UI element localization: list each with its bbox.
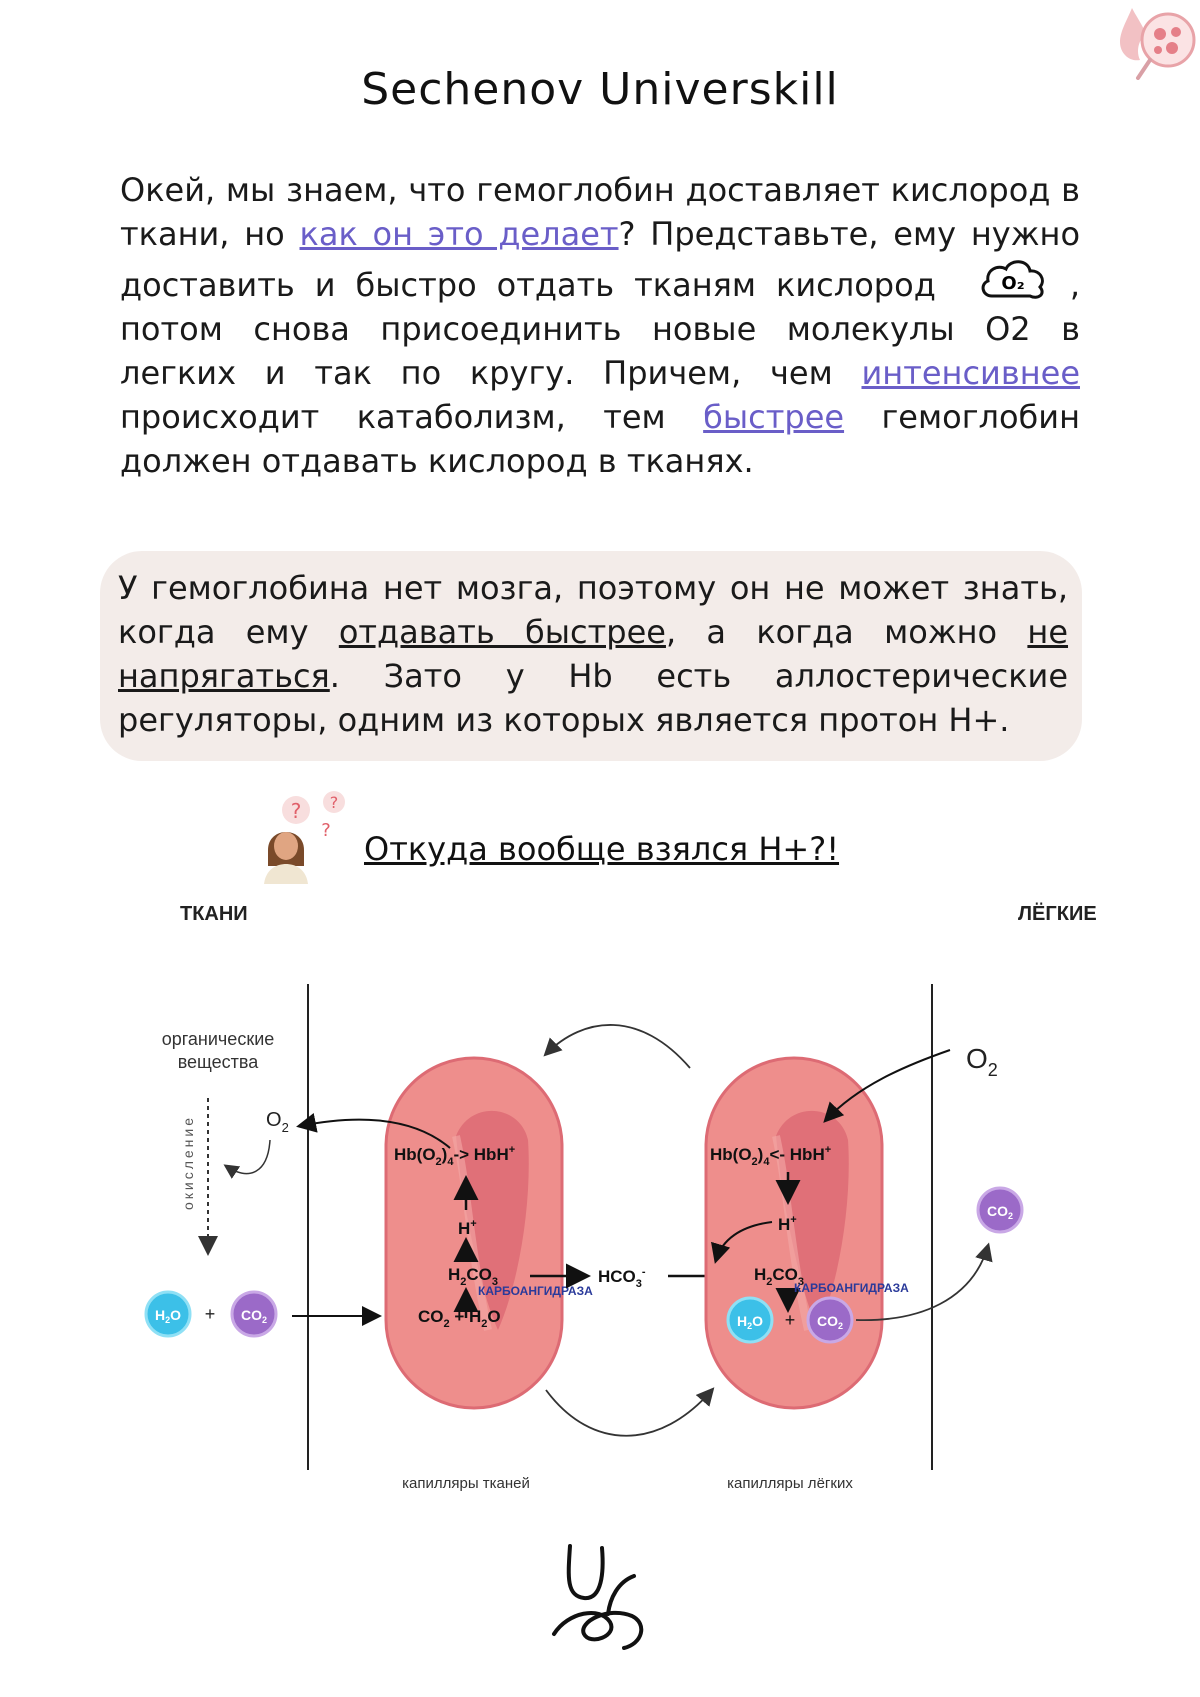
cell-highlight	[772, 1135, 812, 1331]
circulation-arrow-bottom	[545, 1387, 715, 1437]
circulation-arrow-top	[543, 1024, 691, 1069]
label-lungs: ЛЁГКИЕ	[1018, 902, 1097, 925]
co2-ball-exhaled	[976, 1186, 1024, 1234]
o2-release-arrow	[296, 1113, 451, 1149]
svg-text:?: ?	[330, 793, 339, 812]
co2-water-label-left: CO2 + H2O	[418, 1307, 501, 1330]
cell-shading	[776, 1110, 849, 1330]
hb-bind-equation: Hb(O2)4<- HbH+	[710, 1144, 831, 1168]
callout-text-part: У гемоглобина нет мозга, поэтому он не м…	[118, 569, 1068, 651]
universkill-logo-icon	[552, 1544, 644, 1650]
svg-text:?: ?	[321, 820, 331, 841]
svg-text:?: ?	[291, 799, 302, 823]
plus-sign: +	[785, 1310, 796, 1330]
h2o-ball-left	[144, 1290, 192, 1338]
intro-text: , потом снова присоединить новые молекул…	[120, 266, 1080, 392]
proton-label-right: H+	[778, 1214, 797, 1234]
page-title: Sechenov Universkill	[361, 64, 839, 115]
callout-underline-relax: не напрягаться	[118, 613, 1069, 695]
co2-ball-label: CO2	[987, 1203, 1013, 1221]
callout-box	[100, 551, 1082, 761]
co2-ball-right	[806, 1296, 854, 1344]
intro-paragraph: Окей, мы знаем, что гемоглобин доставляе…	[120, 168, 1080, 483]
hco3-label: HCO3-	[598, 1266, 646, 1290]
hb-release-equation: Hb(O2)4-> HbH+	[394, 1144, 515, 1168]
enzyme-label-left: КАРБОАНГИДРАЗА	[478, 1284, 593, 1298]
co2-exhale-arrow	[855, 1242, 993, 1321]
proton-label-left: H+	[458, 1218, 477, 1238]
link-how-it-works[interactable]: как он это делает	[299, 215, 619, 253]
enzyme-label-right: КАРБОАНГИДРАЗА	[794, 1281, 909, 1295]
oxidation-label: окисление	[180, 1115, 196, 1210]
intro-text: ? Представьте, ему нужно доставить и быс…	[120, 215, 1081, 304]
callout-underline-give-faster: отдавать быстрее	[338, 613, 666, 651]
link-faster[interactable]: быстрее	[703, 398, 845, 436]
o2-label-right: O2	[966, 1043, 998, 1080]
h2o-ball-right	[726, 1296, 774, 1344]
co2-ball-left	[230, 1290, 278, 1338]
cell-shading	[456, 1110, 529, 1330]
link-more-intense[interactable]: интенсивнее	[861, 354, 1080, 392]
callout-text-part: , а когда можно	[665, 613, 1028, 651]
callout-text-part: . Зато у Hb есть аллостерические регулят…	[118, 657, 1068, 739]
h2o-ball-label: H2O	[155, 1307, 181, 1325]
caption-lung-capillaries: капилляры лёгких	[727, 1475, 853, 1492]
o2-uptake-arrow	[823, 1049, 951, 1123]
co2-ball-label: CO2	[817, 1313, 843, 1331]
h2co3-label-left: H2CO3	[448, 1265, 498, 1288]
o2-label-left: O2	[266, 1109, 289, 1135]
h2co3-label-right: H2CO3	[754, 1265, 804, 1288]
organic-label: органические	[162, 1029, 275, 1049]
thinking-girl-icon: ? ? ?	[264, 791, 345, 884]
co2-transport-diagram: ТКАНИ ЛЁГКИЕ органические вещества окисл…	[144, 902, 1097, 1492]
cell-highlight	[452, 1135, 492, 1331]
caption-tissue-capillaries: капилляры тканей	[402, 1475, 530, 1492]
callout-text: У гемоглобина нет мозга, поэтому он не м…	[118, 566, 1068, 742]
question-heading: Откуда вообще взялся H+?!	[364, 830, 840, 868]
label-tissues: ТКАНИ	[180, 903, 248, 925]
organic-label: вещества	[178, 1052, 260, 1072]
intro-text: Окей, мы знаем, что гемоглобин доставляе…	[120, 171, 1080, 253]
o2-usage-arrow	[223, 1139, 271, 1179]
o2-cloud-icon: O₂	[981, 260, 1044, 299]
h2o-ball-label: H2O	[737, 1313, 763, 1331]
proton-to-h2co3-arrow	[711, 1221, 773, 1264]
blood-drop-logo-icon	[1120, 8, 1196, 80]
intro-text: происходит катаболизм, тем	[120, 398, 704, 436]
plus-sign: +	[205, 1304, 216, 1324]
intro-text: гемоглобин должен отдавать кислород в тк…	[120, 398, 1081, 480]
co2-ball-label: CO2	[241, 1307, 267, 1325]
svg-text:O₂: O₂	[1001, 273, 1024, 294]
